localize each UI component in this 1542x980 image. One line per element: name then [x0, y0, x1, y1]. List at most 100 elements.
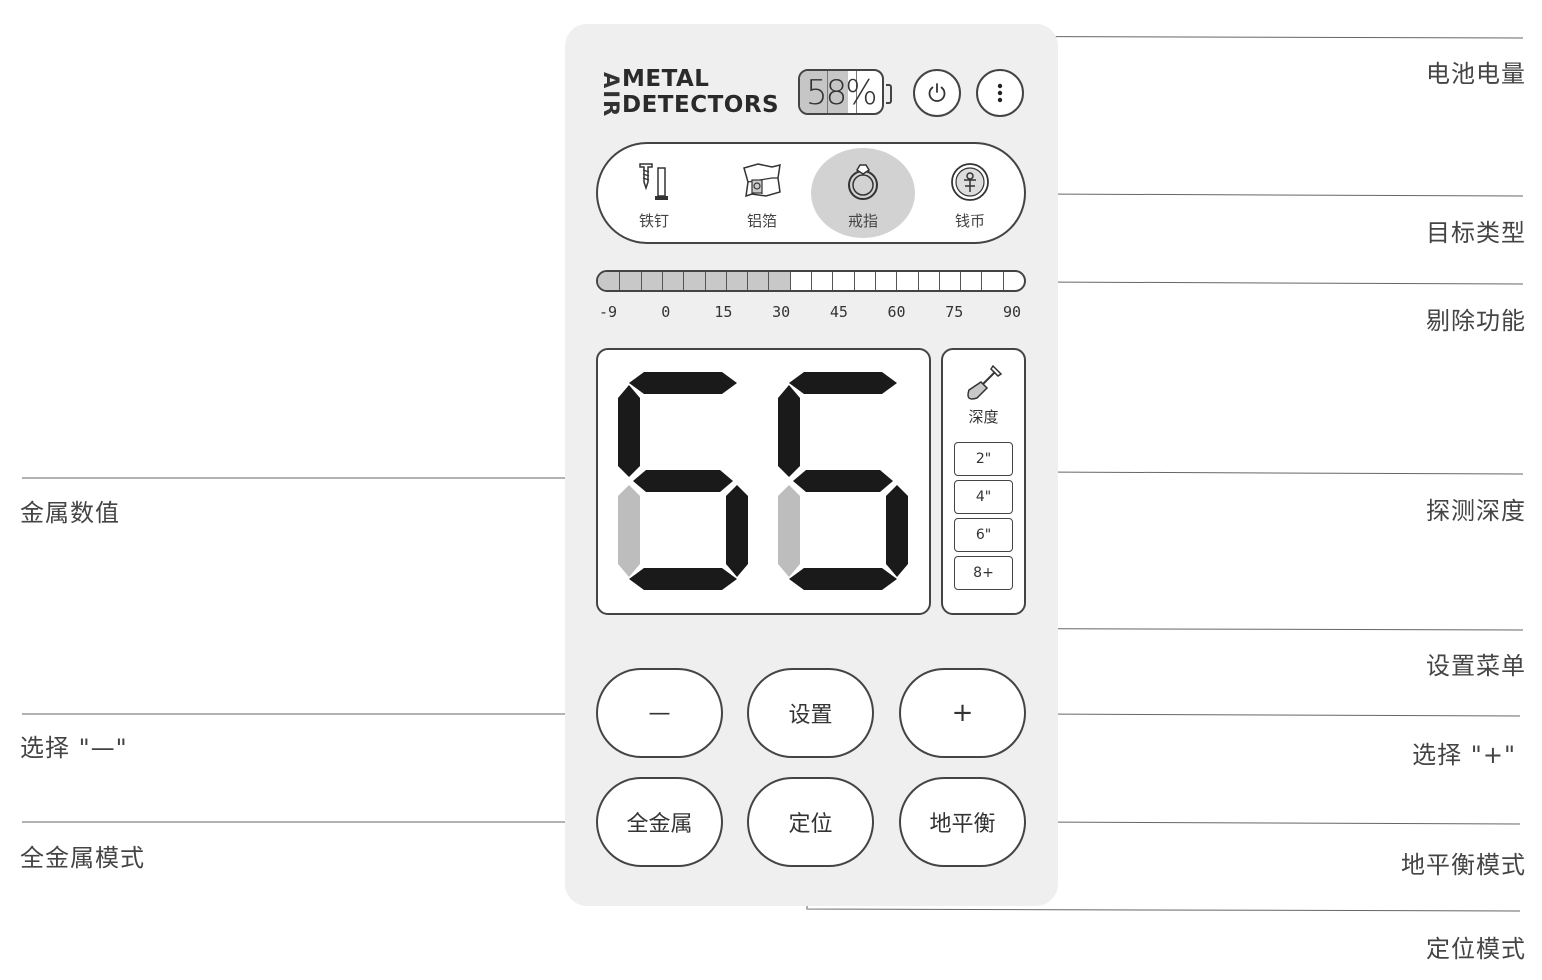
segment-d — [629, 568, 737, 590]
scale-cell-divider — [789, 272, 791, 290]
brand-vertical-text: AIR — [599, 72, 623, 119]
discrimination-fill — [598, 272, 790, 290]
discrimination-scale[interactable] — [596, 270, 1026, 292]
scale-cell-divider — [981, 272, 983, 290]
target-foil[interactable]: 铝箔 — [710, 148, 814, 238]
target-label: 钱币 — [954, 212, 985, 230]
battery-tip — [886, 84, 892, 104]
more-vertical-icon — [997, 83, 1003, 103]
target-type-bar: 铁钉 铝箔 戒指 — [596, 142, 1026, 244]
scale-cell-divider — [896, 272, 898, 290]
all-metal-button[interactable]: 全金属 — [596, 777, 723, 867]
callout-select-minus: 选择 "—" — [20, 734, 128, 762]
callout-ground-balance-mode: 地平衡模式 — [1401, 851, 1526, 879]
scale-tick-label: 45 — [829, 303, 848, 321]
segment-c — [726, 485, 748, 577]
nail-screw-icon — [639, 163, 668, 200]
scale-cell-divider — [661, 272, 663, 290]
callout-battery: 电池电量 — [1426, 60, 1526, 88]
leader-depth — [1036, 471, 1524, 475]
ring-icon — [848, 164, 878, 200]
segment-d — [789, 568, 897, 590]
callout-pinpoint-mode: 定位模式 — [1426, 935, 1526, 963]
segment-e — [778, 485, 800, 577]
scale-tick-label: 90 — [1002, 303, 1022, 321]
leader-target-type — [1036, 193, 1524, 197]
segment-a — [789, 372, 897, 394]
callout-metal-value: 金属数值 — [20, 499, 120, 527]
target-coin[interactable]: 钱币 — [918, 148, 1022, 238]
depth-option-2[interactable]: 2" — [954, 442, 1013, 476]
scale-cell-divider — [704, 272, 706, 290]
battery-fill — [800, 71, 848, 113]
digit-0 — [618, 372, 748, 590]
minus-button[interactable]: — — [596, 668, 723, 758]
scale-cell-divider — [960, 272, 962, 290]
shovel-icon — [967, 364, 1003, 400]
scale-cell-divider — [1002, 272, 1004, 290]
power-icon — [928, 83, 946, 102]
scale-tick-label: 15 — [714, 303, 733, 321]
depth-option-8-plus[interactable]: 8+ — [954, 556, 1013, 590]
target-nail[interactable]: 铁钉 — [602, 148, 706, 238]
battery-segment — [856, 71, 857, 113]
segment-e — [618, 485, 640, 577]
leader-reject — [1036, 281, 1524, 285]
scale-tick-label: 60 — [887, 303, 906, 321]
battery-text: 58% — [806, 73, 878, 113]
segment-f — [618, 385, 640, 477]
brand-line-2: DETECTORS — [622, 92, 780, 118]
scale-tick-label: 30 — [772, 303, 791, 321]
scale-cell-divider — [683, 272, 685, 290]
foil-icon — [743, 163, 781, 198]
target-ring[interactable]: 戒指 — [811, 148, 915, 238]
scale-cell-divider — [853, 272, 855, 290]
settings-button[interactable]: 设置 — [747, 668, 874, 758]
depth-panel: 深度 2" 4" 6" 8+ — [941, 348, 1026, 615]
target-label: 铝箔 — [746, 212, 777, 230]
brand-line-1: METAL — [622, 66, 710, 92]
scale-cell-divider — [938, 272, 940, 290]
segment-f — [778, 385, 800, 477]
callout-target-type: 目标类型 — [1426, 219, 1526, 247]
scale-cell-divider — [725, 272, 727, 290]
leader-select-plus — [1036, 713, 1521, 717]
power-button[interactable] — [913, 69, 961, 117]
scale-cell-divider — [640, 272, 642, 290]
segment-b — [726, 385, 748, 477]
scale-cell-divider — [832, 272, 834, 290]
metal-value-display — [596, 348, 931, 615]
segment-a — [629, 372, 737, 394]
depth-label: 深度 — [968, 408, 999, 426]
ground-balance-button[interactable]: 地平衡 — [899, 777, 1026, 867]
scale-cell-divider — [768, 272, 770, 290]
callout-settings-menu: 设置菜单 — [1426, 652, 1526, 680]
target-label: 铁钉 — [638, 212, 669, 230]
depth-option-4[interactable]: 4" — [954, 480, 1013, 514]
segment-g — [793, 470, 893, 492]
segment-c — [886, 485, 908, 577]
scale-cell-divider — [874, 272, 876, 290]
scale-cell-divider — [619, 272, 621, 290]
target-selected-highlight — [811, 148, 915, 238]
target-label: 戒指 — [847, 212, 878, 230]
scale-cell-divider — [747, 272, 749, 290]
callout-reject: 剔除功能 — [1426, 307, 1526, 335]
battery-segment — [827, 71, 828, 113]
brand-logo: AIR METAL DETECTORS — [593, 66, 783, 126]
depth-option-6[interactable]: 6" — [954, 518, 1013, 552]
scale-tick-label: 0 — [661, 303, 671, 321]
leader-ground-balance — [1036, 821, 1521, 825]
digit-1 — [778, 372, 908, 590]
callout-all-metal-mode: 全金属模式 — [20, 844, 145, 872]
callout-depth: 探测深度 — [1426, 497, 1526, 525]
segment-b — [886, 385, 908, 477]
plus-button[interactable]: + — [899, 668, 1026, 758]
segment-g — [633, 470, 733, 492]
detector-panel: AIR METAL DETECTORS 58% — [565, 24, 1058, 906]
more-menu-button[interactable] — [976, 69, 1024, 117]
coin-icon — [951, 163, 989, 201]
discrimination-bar — [596, 270, 1026, 292]
pinpoint-button[interactable]: 定位 — [747, 777, 874, 867]
scale-cell-divider — [917, 272, 919, 290]
